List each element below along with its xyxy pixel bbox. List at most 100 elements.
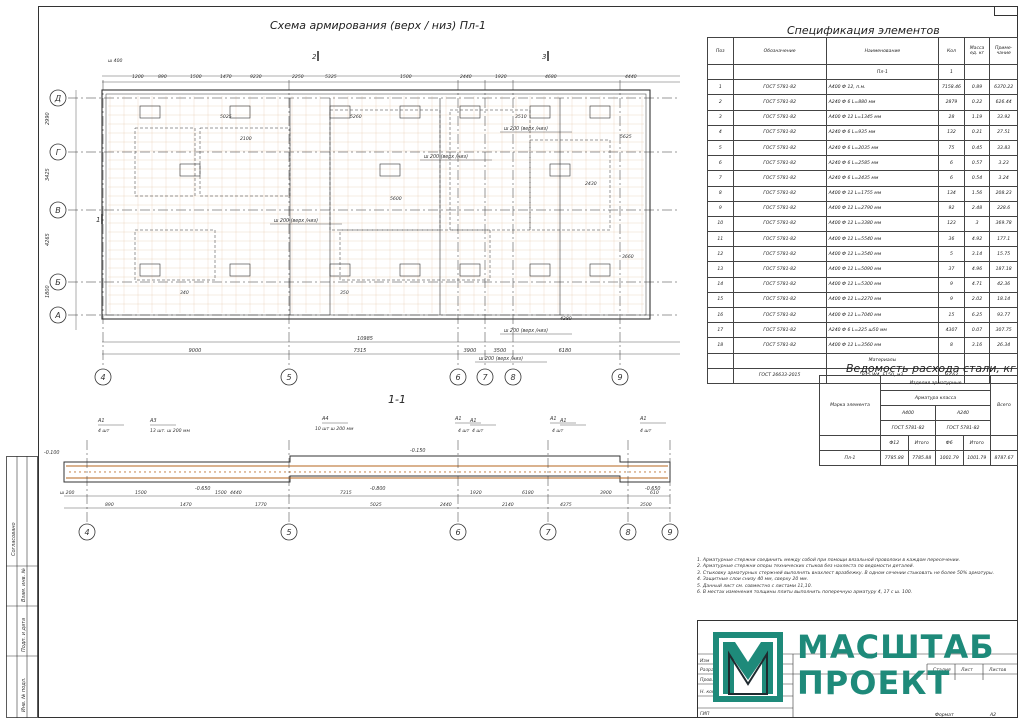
steel-class-header: Арматура класса	[880, 390, 991, 406]
stamp-label-nkontr: Н. контр.	[700, 689, 722, 695]
steel-table: Марка элемента Изделия арматурные Всего …	[819, 375, 1018, 466]
plan-dimension-label: 2430	[585, 181, 597, 187]
steel-gost-a400: ГОСТ 5781-82	[880, 420, 936, 436]
spec-cell: А400 Ф 12 L=3540 мм	[825, 246, 940, 263]
section-rebar-dot	[239, 471, 241, 473]
spec-cell: 17	[707, 322, 734, 339]
section-rebar-dot	[179, 471, 181, 473]
plan-dimension-label: 5625	[620, 134, 632, 140]
spec-cell: 2879	[938, 94, 965, 111]
spec-cell: 0.45	[963, 139, 991, 157]
column-strip	[529, 105, 551, 119]
section-rebar-dot	[654, 471, 656, 473]
spec-header-pos: Поз	[707, 37, 734, 65]
side-label-agreed: Согласовано	[11, 522, 17, 556]
section-rebar-dot	[244, 471, 246, 473]
reinforcement-zone	[339, 229, 491, 281]
section-rebar-dot	[659, 471, 661, 473]
plan-left-dimension: 2990	[45, 112, 51, 125]
section-dimension-label: 890	[105, 502, 114, 508]
section-dimension-label: 2440	[440, 502, 452, 508]
steel-row-v4: 1001.79	[962, 450, 991, 466]
section-level-mark: -0.650	[195, 486, 210, 492]
section-rebar-dot	[404, 471, 406, 473]
plan-dimension-label: 5325	[325, 74, 337, 80]
section-dimension-label: 1500	[215, 490, 227, 496]
spec-cell: 5	[938, 246, 965, 263]
section-axis-number: 5	[286, 528, 291, 537]
section-title: 1-1	[388, 393, 406, 406]
spec-cell: А400 Ф 12 L=2790 мм	[825, 200, 940, 217]
section-mark-label: A4	[321, 416, 329, 422]
section-rebar-dot	[74, 471, 76, 473]
section-axis-number: 4	[84, 528, 89, 537]
spec-cell: 132	[938, 124, 965, 141]
steel-row-v3: 1001.79	[935, 450, 964, 466]
steel-total-header: Всего	[990, 375, 1018, 436]
column-strip	[459, 105, 481, 119]
spec-cell: 4	[707, 124, 734, 141]
section-rebar-dot	[499, 471, 501, 473]
spec-cell: ГОСТ 5781-82	[732, 322, 827, 339]
section-rebar-dot	[449, 471, 451, 473]
section-rebar-dot	[149, 471, 151, 473]
spec-cell: 0.54	[963, 170, 991, 187]
spec-cell: 0.89	[963, 79, 991, 96]
spec-cell: ГОСТ 5781-82	[732, 170, 827, 187]
section-axis-number: 7	[545, 528, 551, 537]
spec-cell: ГОСТ 5781-82	[732, 231, 827, 248]
spec-header-name: Наименование	[825, 37, 940, 65]
section-dimension-label: 5025	[370, 502, 382, 508]
section-rebar-dot	[254, 471, 256, 473]
section-dimension-label: 1770	[255, 502, 267, 508]
section-rebar-dot	[439, 471, 441, 473]
section-axis-bubble	[78, 523, 96, 541]
column-strip	[399, 105, 421, 119]
steel-items-header: Изделия арматурные	[880, 375, 991, 391]
spec-cell: А240 Ф 6 L=2585 мм	[825, 155, 940, 172]
spec-cell: 3.16	[963, 337, 991, 354]
section-rebar-dot	[604, 471, 606, 473]
section-rebar-dot	[259, 471, 261, 473]
spec-cell: ГОСТ 5781-82	[732, 215, 827, 233]
column-strip	[379, 163, 401, 177]
spec-cell: А400 Ф 12, п.м.	[825, 79, 940, 96]
spec-header-note: Приме-чание	[989, 37, 1018, 65]
spec-cell: ГОСТ 5781-82	[732, 276, 827, 293]
axis-bubble	[280, 368, 298, 386]
section-dimension-label: 1500	[135, 490, 147, 496]
spec-cell: 2	[707, 94, 734, 111]
spec-cell: ГОСТ 5781-82	[732, 79, 827, 96]
spec-cell: 28	[938, 109, 965, 126]
section-rebar-dot	[289, 471, 291, 473]
spec-cell: 0.22	[963, 94, 991, 111]
spec-cell: 14	[707, 276, 734, 293]
spec-cell: ГОСТ 5781-82	[732, 155, 827, 172]
section-rebar-dot	[344, 471, 346, 473]
section-rebar-dot	[269, 471, 271, 473]
spec-cell: 2.02	[963, 291, 991, 309]
steel-class-a400: А400	[880, 405, 936, 421]
note-item: 1. Арматурные стержни соединить между со…	[697, 558, 961, 563]
section-rebar-dot	[464, 471, 466, 473]
section-rebar-dot	[609, 471, 611, 473]
section-mark: 2	[312, 53, 317, 61]
spec-cell: 134	[938, 185, 965, 202]
section-level-mark: -0.150	[410, 448, 425, 454]
slab-outline	[101, 89, 651, 320]
section-callout-text: 4 шт	[640, 428, 652, 434]
spec-cell: А240 Ф 6 L=2435 мм	[825, 170, 940, 187]
note-item: 2. Арматурные стержни опоры технических …	[697, 564, 915, 570]
spec-cell: 1.56	[963, 185, 991, 202]
axis-bubble	[49, 143, 67, 161]
stamp-label-stage: Стадия	[933, 667, 951, 673]
section-mark-label: A1	[469, 418, 477, 424]
reinforcement-zone	[329, 109, 441, 231]
plan-dimension-label: 2100	[240, 136, 252, 142]
